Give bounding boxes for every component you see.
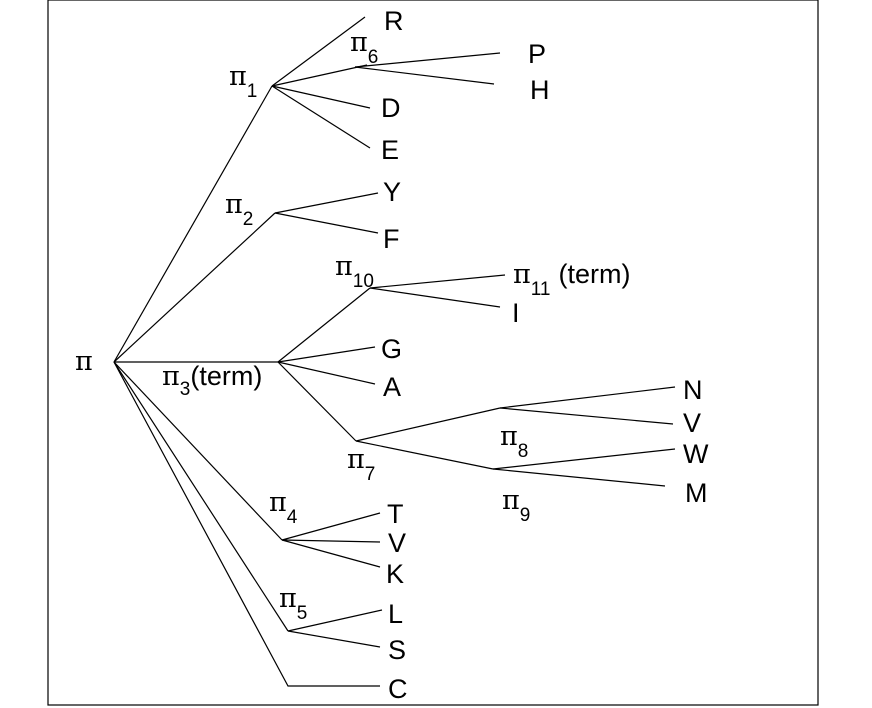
node-pi1-sub: 1 (247, 81, 258, 102)
edge-pi1-E (271, 85, 371, 149)
node-pi8-sub: 8 (518, 441, 529, 462)
leaf-P: P (528, 39, 546, 69)
edge-root-pi1 (113, 85, 273, 363)
edge-pi2-Y (274, 192, 379, 214)
node-pi4: π4 (269, 487, 298, 528)
node-pi10: π10 (335, 251, 374, 292)
edge-pi10-pi11 (369, 274, 506, 289)
node-pi5-symbol: π (279, 583, 297, 614)
node-pi3-symbol: π (162, 361, 180, 392)
edge-pi10-I (369, 287, 501, 308)
edge-pi1-D (271, 85, 371, 109)
edge-root-pi5 (113, 361, 289, 632)
node-pi2-symbol: π (225, 189, 243, 220)
edge-pi2-F (274, 212, 379, 234)
edge-pi1-pi6 (271, 64, 368, 87)
edge-pi4-T (281, 512, 381, 541)
node-pi3-sub: 3 (180, 379, 191, 400)
edge-pi3-A (277, 361, 376, 385)
diagram-frame (47, 0, 819, 706)
node-pi10-sub: 10 (353, 271, 374, 292)
leaf-H: H (530, 75, 550, 105)
leaf-D: D (381, 93, 401, 123)
leaf-M: M (685, 478, 708, 508)
leaf-F: F (383, 224, 400, 254)
edge-root-pi4 (113, 361, 283, 541)
edge-root-C (113, 361, 380, 687)
edge-pi4-K (281, 539, 381, 568)
node-pi8: π8 (500, 421, 528, 462)
node-pi9-symbol: π (502, 485, 520, 516)
leaf-K: K (386, 559, 404, 589)
node-pi6-sub: 6 (368, 47, 379, 68)
edge-pi5-S (287, 630, 381, 648)
node-pi11-symbol: π (513, 259, 531, 290)
node-pi7-sub: 7 (365, 464, 376, 485)
leaf-T: T (387, 499, 404, 529)
edge-pi6-H (354, 66, 495, 85)
edge-pi4-V (281, 539, 381, 543)
edge-pi7-pi9 (355, 440, 494, 470)
node-pi5-sub: 5 (297, 603, 308, 624)
node-pi11-note: (term) (558, 259, 630, 289)
leaf-labels: R P H D E Y F I G A N V W M T V K L S C (381, 6, 709, 704)
node-pi8-symbol: π (500, 421, 518, 452)
node-pi1: π1 (229, 61, 257, 102)
edge-pi3-pi7 (277, 361, 357, 442)
node-pi11-sub: 11 (531, 279, 551, 300)
edge-pi3-G (277, 346, 376, 363)
node-pi7: π7 (347, 444, 375, 485)
node-pi6: π6 (350, 27, 378, 68)
leaf-G: G (381, 334, 402, 364)
leaf-V-lower: V (388, 528, 406, 558)
edge-pi8-N (499, 386, 676, 409)
node-pi6-symbol: π (350, 27, 368, 58)
root-label: π (75, 346, 93, 377)
node-pi11: π11 (term) (513, 259, 630, 300)
edge-pi9-M (492, 468, 666, 487)
leaf-A: A (383, 372, 401, 402)
edge-pi7-pi8 (355, 407, 501, 442)
node-pi2-sub: 2 (243, 209, 254, 230)
node-pi4-symbol: π (269, 487, 287, 518)
node-pi9: π9 (502, 485, 530, 526)
leaf-Y: Y (383, 177, 401, 207)
leaf-V-upper: V (683, 408, 701, 438)
edge-pi8-V (499, 407, 674, 425)
leaf-L: L (388, 599, 403, 629)
leaf-I: I (512, 298, 520, 328)
node-pi5: π5 (279, 583, 307, 624)
node-pi4-sub: 4 (287, 507, 298, 528)
edge-pi5-L (287, 609, 383, 632)
edge-pi3-pi10 (277, 287, 371, 363)
tree-edges (113, 16, 676, 687)
edge-pi9-W (492, 448, 676, 470)
leaf-R: R (384, 6, 404, 36)
edge-root-pi2 (113, 212, 276, 363)
edge-pi6-P (354, 52, 501, 68)
leaf-N: N (683, 375, 703, 405)
leaf-C: C (388, 674, 408, 704)
node-pi10-symbol: π (335, 251, 353, 282)
node-pi9-sub: 9 (520, 505, 531, 526)
node-pi2: π2 (225, 189, 253, 230)
node-pi7-symbol: π (347, 444, 365, 475)
node-pi3: π3(term) (162, 361, 262, 400)
leaf-W: W (683, 439, 709, 469)
edge-pi1-R (271, 16, 366, 87)
node-pi1-symbol: π (229, 61, 247, 92)
node-pi3-note: (term) (190, 361, 262, 391)
leaf-S: S (388, 635, 406, 665)
leaf-E: E (381, 135, 399, 165)
